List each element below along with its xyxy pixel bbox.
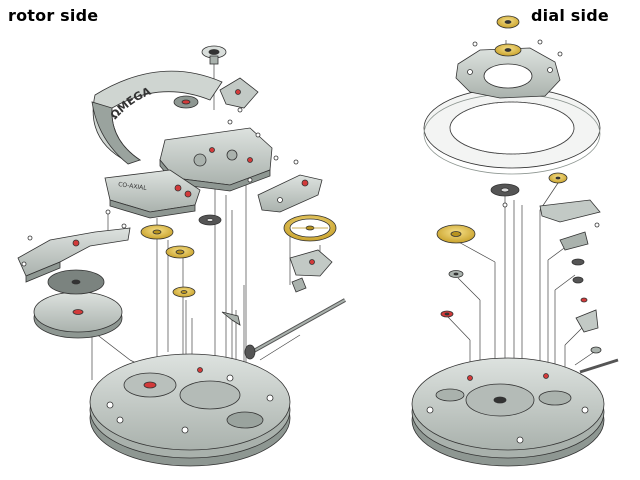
barrel-drum: [33, 291, 123, 339]
balance-bridge: [257, 174, 323, 213]
escapement-parts: [289, 249, 333, 293]
dial-side-title: dial side: [531, 6, 609, 25]
balance-wheel: [283, 214, 337, 242]
date-driving-wheel: [548, 172, 568, 184]
cannon-pinion: [490, 183, 520, 197]
left-bridge: [17, 227, 131, 283]
intermediate-wheel: [436, 224, 476, 244]
gear-train-left: [140, 214, 222, 298]
main-plate-right: [411, 357, 619, 467]
main-plate-left: [89, 353, 291, 467]
small-parts-left: [440, 270, 464, 318]
rotor-side-assembly: ΩMEGA: [17, 45, 346, 467]
dial-side-bridge: [455, 47, 561, 99]
screws-left: [27, 107, 299, 241]
setting-levers: [539, 199, 602, 354]
dial-side-assembly: [411, 15, 619, 467]
bridge-engraving: CO-AXIAL: [118, 181, 148, 192]
screws-right: [472, 39, 600, 228]
ratchet-wheel: [47, 269, 105, 295]
hour-wheel: [494, 15, 522, 57]
date-ring: [423, 87, 601, 175]
small-bridge-top: [219, 77, 259, 109]
rotor-axis-gear: [173, 45, 227, 109]
winding-stem: [221, 298, 346, 360]
barrel-bridge: CO-AXIAL: [104, 169, 201, 219]
rotor-side-title: rotor side: [8, 6, 99, 25]
